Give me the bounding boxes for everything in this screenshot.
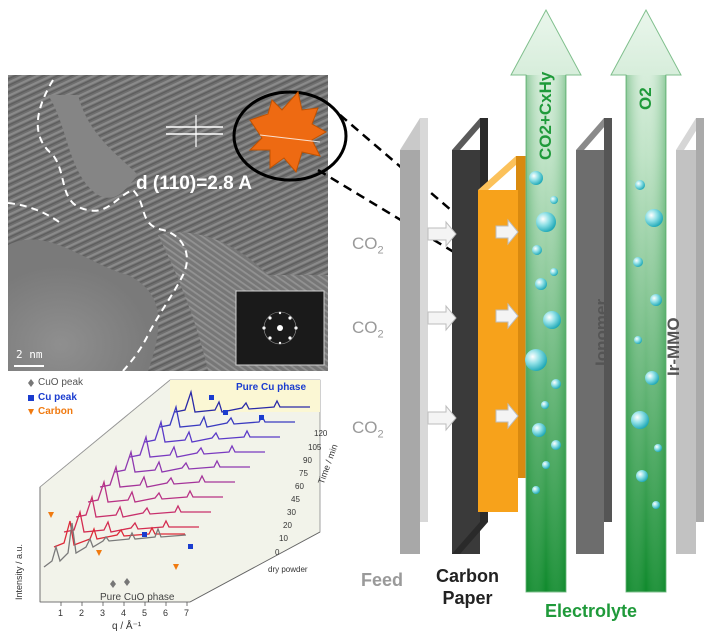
time-tick: 105 (308, 443, 322, 452)
co2-text: CO (352, 418, 378, 437)
bubbles-cathode (525, 171, 561, 494)
cathode-electrolyte-arrow (510, 8, 582, 593)
cu-peak-legend-icon (28, 395, 34, 401)
x-tick: 1 (58, 608, 64, 618)
time-tick: 90 (303, 456, 312, 465)
pure-cuo-phase-label: Pure CuO phase (100, 592, 175, 603)
co2-subscript: 2 (377, 328, 384, 341)
legend-cu-peak: Cu peak (38, 392, 77, 403)
time-tick: 30 (287, 508, 296, 517)
lattice-spacing-label: d (110)=2.8 A (136, 173, 252, 194)
ionomer-plate (576, 118, 612, 554)
xrd-panel: CuO peak Cu peak Carbon Pure Cu phase Pu… (0, 372, 340, 638)
co2-input-label: CO2 (352, 418, 384, 440)
carbon-legend-icon (28, 409, 34, 415)
carbon-paper-label: Carbon Paper (436, 565, 499, 609)
anode-product-label: O2 (636, 87, 655, 110)
y-axis-label: Intensity / a.u. (14, 543, 24, 600)
xrd-markers (48, 395, 264, 588)
cuo-peak-legend-icon (28, 379, 34, 387)
time-tick: dry powder (268, 565, 308, 574)
ionomer-label: Ionomer (592, 298, 611, 366)
x-tick: 6 (163, 608, 169, 618)
scale-bar-label: 2 nm (16, 348, 43, 361)
anode-electrolyte-arrow (610, 8, 682, 593)
legend-cuo-peak: CuO peak (38, 377, 84, 388)
time-tick: 20 (283, 521, 292, 530)
cu-particle-icon (248, 90, 328, 174)
electrolyte-label: Electrolyte (545, 601, 638, 621)
time-tick: 60 (295, 482, 304, 491)
time-tick: 45 (291, 495, 300, 504)
x-tick: 3 (100, 608, 106, 618)
time-tick: 120 (314, 429, 328, 438)
cathode-product-label: CO2+CxHy (536, 71, 555, 160)
co2-text: CO (352, 318, 378, 337)
x-axis-label: q / Å⁻¹ (112, 621, 142, 632)
x-tick: 4 (121, 608, 127, 618)
co2-subscript: 2 (377, 244, 384, 257)
co2-text: CO (352, 234, 378, 253)
time-tick: 75 (299, 469, 308, 478)
carbon-paper-line1: Carbon (436, 566, 499, 586)
electrolyzer-cell (400, 8, 704, 593)
bubbles-anode (631, 180, 663, 509)
xrd-waterfall-plot (28, 379, 321, 606)
legend-carbon: Carbon (38, 406, 73, 417)
co2-subscript: 2 (377, 428, 384, 441)
time-tick: 10 (279, 534, 288, 543)
catalyst-layer (478, 156, 526, 512)
co2-input-label: CO2 (352, 318, 384, 340)
anode-plate (676, 118, 704, 554)
feed-label: Feed (361, 570, 404, 590)
time-tick: 0 (275, 548, 280, 557)
anode-label: Ir-MMO (664, 317, 683, 376)
co2-input-label: CO2 (352, 234, 384, 256)
pure-cu-phase-label: Pure Cu phase (236, 382, 307, 393)
x-tick: 2 (79, 608, 85, 618)
carbon-paper-line2: Paper (442, 588, 493, 608)
feed-plate (400, 118, 428, 554)
x-tick: 7 (184, 608, 190, 618)
cu-particle-zoom (232, 90, 348, 182)
x-tick: 5 (142, 608, 148, 618)
co2-input-arrows (427, 218, 519, 432)
